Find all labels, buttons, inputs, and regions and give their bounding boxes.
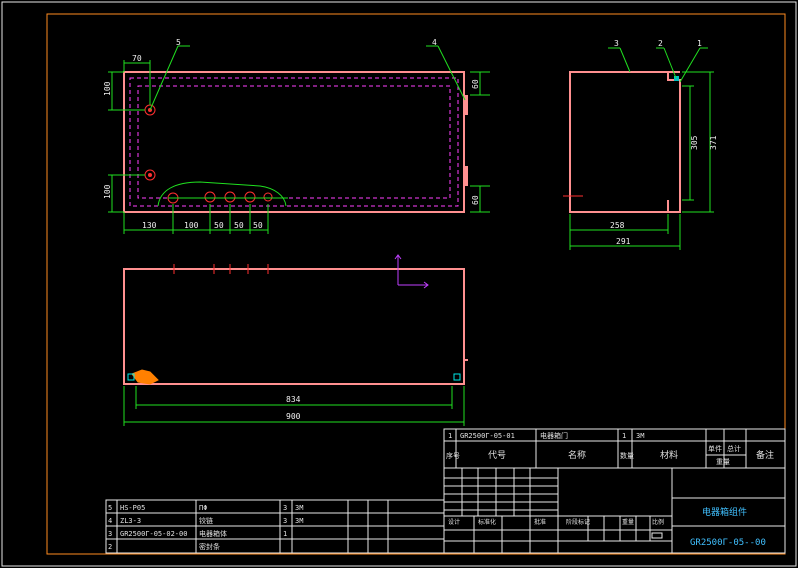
bom-cell-mat: 3M	[295, 504, 303, 512]
header-danjian: 单件	[708, 444, 722, 453]
header-beizhu: 备注	[756, 449, 774, 461]
dim-371: 371	[709, 135, 718, 150]
header-shuliang: 数量	[620, 451, 634, 460]
inner-frame	[46, 13, 786, 555]
dim-50-b: 50	[234, 221, 244, 230]
side-view-outline	[569, 71, 681, 213]
front-view-inner-dash	[129, 77, 459, 207]
bom-cell-code: HS-P05	[120, 504, 145, 512]
title-block: 1 GR2500Γ-05-01 电器箱门 1 3M 序号 代号 名称 数量 材料…	[443, 428, 786, 554]
bom-cell-name: 密封条	[199, 542, 220, 551]
dim-100-lower: 100	[103, 184, 112, 199]
top-bom-name: 电器箱门	[540, 431, 568, 440]
balloon-1: 1	[697, 39, 702, 48]
header-zongji: 总计	[727, 444, 741, 453]
drawing-number: GR2500Γ-05--00	[690, 538, 766, 548]
bom-cell-mat: 3M	[295, 517, 303, 525]
hinge-lower	[463, 166, 468, 186]
dim-900: 900	[286, 412, 301, 421]
sign-design: 设计	[448, 518, 460, 526]
bom-cell-no: 5	[108, 504, 112, 512]
balloon-3: 3	[614, 39, 619, 48]
dim-50-c: 50	[253, 221, 263, 230]
header-cailiao: 材料	[660, 449, 678, 461]
dim-130: 130	[142, 221, 157, 230]
balloon-5: 5	[176, 38, 181, 47]
cable-gland-4	[244, 191, 256, 203]
ucs-icon	[394, 254, 429, 289]
top-view: 834 900	[123, 254, 468, 426]
top-bom-code: GR2500Γ-05-01	[460, 432, 515, 440]
weight-label: 重量	[622, 518, 634, 526]
balloon-2: 2	[658, 39, 663, 48]
bom-cell-qty: 3	[283, 504, 287, 512]
front-view-inner-dash-2	[137, 85, 451, 199]
header-xuhao: 序号	[446, 451, 460, 460]
dim-291: 291	[616, 237, 631, 246]
top-bom-mat: 3M	[636, 432, 644, 440]
scale-label: 比例	[652, 518, 664, 526]
cable-entry-outline	[157, 181, 287, 207]
dim-60-lower: 60	[471, 195, 480, 205]
cable-gland-5	[263, 192, 273, 202]
bom-cell-no: 4	[108, 517, 112, 525]
top-view-outline	[123, 268, 465, 385]
bom-cell-no: 2	[108, 543, 112, 551]
sign-approve: 批准	[534, 518, 546, 526]
front-view: 70 100 100 60 60 130 100 50 50 50 5 4	[103, 38, 490, 234]
dim-834: 834	[286, 395, 301, 404]
dim-100: 100	[184, 221, 199, 230]
dim-100-upper: 100	[103, 81, 112, 96]
header-zhongliang: 重量	[716, 458, 730, 466]
balloon-4: 4	[432, 38, 437, 47]
header-daihao: 代号	[488, 450, 506, 461]
cable-gland-3	[224, 191, 236, 203]
lock-handle	[131, 369, 159, 385]
drawing-name: 电器箱组件	[702, 506, 747, 518]
top-bom-qty: 1	[622, 432, 626, 440]
stage-mark: 阶段标记	[566, 518, 590, 526]
bom-cell-qty: 1	[283, 530, 287, 538]
top-bom-no: 1	[448, 432, 452, 440]
seal-strip-marker	[674, 76, 679, 81]
dim-258: 258	[610, 221, 625, 230]
dim-60-upper: 60	[471, 79, 480, 89]
bom-cell-qty: 3	[283, 517, 287, 525]
front-view-outline	[123, 71, 465, 213]
front-dim-lines	[108, 45, 490, 234]
bom-cell-name: 电器箱体	[199, 529, 227, 538]
bom-cell-no: 3	[108, 530, 112, 538]
cable-gland-2	[204, 191, 216, 203]
bom-cell-code: ZL3-3	[120, 517, 141, 525]
bom-cell-code: GR2500Γ-05-02-00	[120, 530, 187, 538]
bom-cell-name: ΠΦ	[199, 504, 207, 512]
dim-305: 305	[690, 135, 699, 150]
hinge-upper	[463, 95, 468, 115]
side-view: 305 371 258 291 3 2 1	[563, 39, 718, 250]
sign-standard: 标准化	[478, 518, 496, 526]
dim-70: 70	[132, 54, 142, 63]
header-mingcheng: 名称	[568, 449, 586, 461]
bom-cell-name: 铰链	[199, 516, 213, 525]
dim-50-a: 50	[214, 221, 224, 230]
